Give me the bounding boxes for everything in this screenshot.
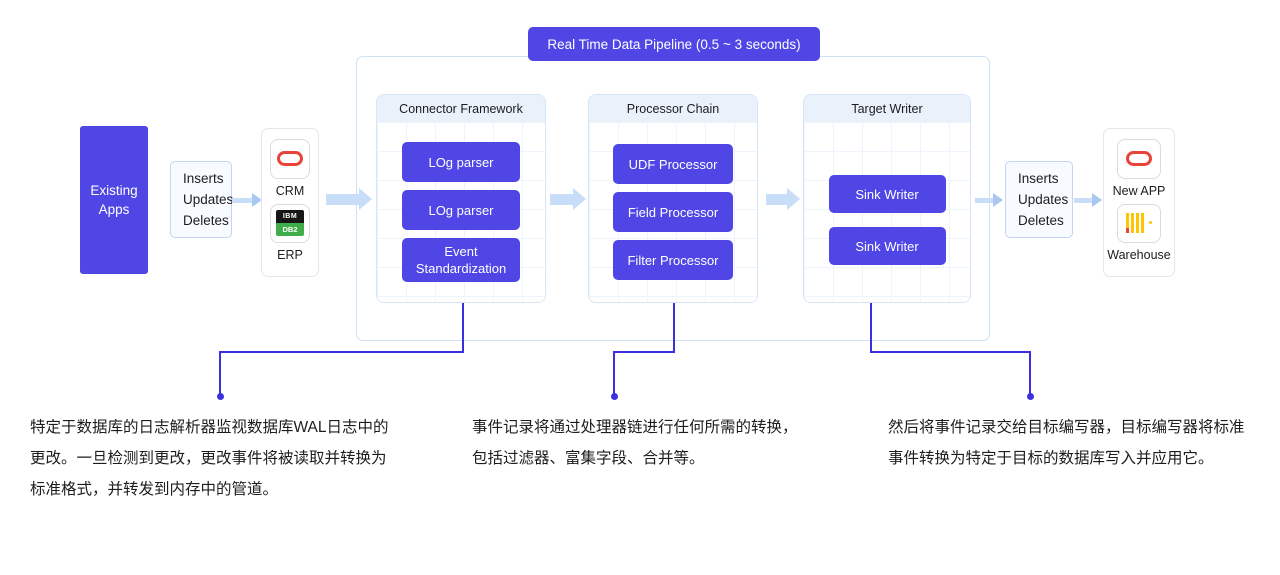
arrow-ops-to-targets	[1074, 189, 1102, 211]
target-systems-card: New APP Warehouse	[1103, 128, 1175, 277]
oracle-icon	[1117, 139, 1161, 179]
callout-line-3-vertical-top	[870, 303, 872, 353]
source-operations-box: Inserts Updates Deletes	[170, 161, 234, 238]
target-system-label-new-app: New APP	[1112, 183, 1166, 198]
stage-body-connector-framework: LOg parser LOg parser Event Standardizat…	[377, 122, 545, 302]
callout-line-2-vertical-bottom	[613, 351, 615, 395]
arrow-processor-to-target	[766, 188, 800, 210]
arrow-target-to-ops	[975, 189, 1003, 211]
callout-line-1-vertical-top	[462, 303, 464, 353]
stage-processor-chain: Processor Chain UDF Processor Field Proc…	[588, 94, 758, 303]
ibm-db2-icon: IBM DB2	[270, 203, 310, 243]
stage-title-target-writer: Target Writer	[804, 95, 970, 122]
db2-icon-bottom-text: DB2	[276, 223, 304, 237]
source-op-deletes: Deletes	[183, 213, 229, 228]
source-op-inserts: Inserts	[183, 171, 224, 186]
callout-line-2-vertical-top	[673, 303, 675, 353]
stage-title-connector-framework: Connector Framework	[377, 95, 545, 122]
node-field-processor[interactable]: Field Processor	[613, 192, 733, 232]
existing-apps-line2: Apps	[98, 202, 130, 217]
arrow-ops-to-sources	[232, 189, 262, 211]
arrow-connector-to-processor	[550, 188, 586, 210]
callout-dot-3	[1027, 393, 1034, 400]
db2-icon-top-text: IBM	[276, 210, 304, 224]
target-system-label-warehouse: Warehouse	[1107, 248, 1171, 262]
node-sink-writer-1[interactable]: Sink Writer	[828, 175, 946, 213]
callout-dot-2	[611, 393, 618, 400]
callout-line-3-horizontal	[870, 351, 1031, 353]
callout-dot-1	[217, 393, 224, 400]
pipeline-title-badge: Real Time Data Pipeline (0.5 ~ 3 seconds…	[528, 27, 820, 61]
stage-body-target-writer: Sink Writer Sink Writer	[804, 122, 970, 302]
source-system-label-erp: ERP	[277, 248, 303, 262]
node-sink-writer-2[interactable]: Sink Writer	[828, 227, 946, 265]
node-udf-processor[interactable]: UDF Processor	[613, 144, 733, 184]
source-op-updates: Updates	[183, 192, 234, 207]
caption-target-writer: 然后将事件记录交给目标编写器，目标编写器将标准事件转换为特定于目标的数据库写入并…	[888, 419, 1245, 467]
node-log-parser-2[interactable]: LOg parser	[402, 190, 520, 230]
arrow-sources-to-connector	[326, 188, 372, 210]
source-system-label-crm: CRM	[275, 183, 305, 198]
callout-line-1-horizontal	[219, 351, 464, 353]
callout-line-3-vertical-bottom	[1029, 351, 1031, 395]
target-op-deletes: Deletes	[1018, 213, 1064, 228]
callout-line-1-vertical-bottom	[219, 351, 221, 395]
node-filter-processor[interactable]: Filter Processor	[613, 240, 733, 280]
stage-body-processor-chain: UDF Processor Field Processor Filter Pro…	[589, 122, 757, 302]
target-op-updates: Updates	[1018, 192, 1069, 207]
existing-apps-block: Existing Apps	[80, 126, 148, 274]
source-systems-card: CRM IBM DB2 ERP	[261, 128, 319, 277]
target-operations-box: Inserts Updates Deletes	[1005, 161, 1073, 238]
target-op-inserts: Inserts	[1018, 171, 1059, 186]
warehouse-bars-icon	[1117, 203, 1161, 243]
caption-connector-framework: 特定于数据库的日志解析器监视数据库WAL日志中的更改。一旦检测到更改，更改事件将…	[30, 419, 389, 498]
node-event-standardization[interactable]: Event Standardization	[402, 238, 520, 282]
stage-connector-framework: Connector Framework LOg parser LOg parse…	[376, 94, 546, 303]
existing-apps-line1: Existing	[90, 183, 138, 198]
stage-target-writer: Target Writer Sink Writer Sink Writer	[803, 94, 971, 303]
oracle-icon	[270, 139, 310, 179]
callout-line-2-horizontal	[613, 351, 675, 353]
caption-processor-chain: 事件记录将通过处理器链进行任何所需的转换，包括过滤器、富集字段、合并等。	[472, 419, 798, 467]
node-log-parser-1[interactable]: LOg parser	[402, 142, 520, 182]
stage-title-processor-chain: Processor Chain	[589, 95, 757, 122]
